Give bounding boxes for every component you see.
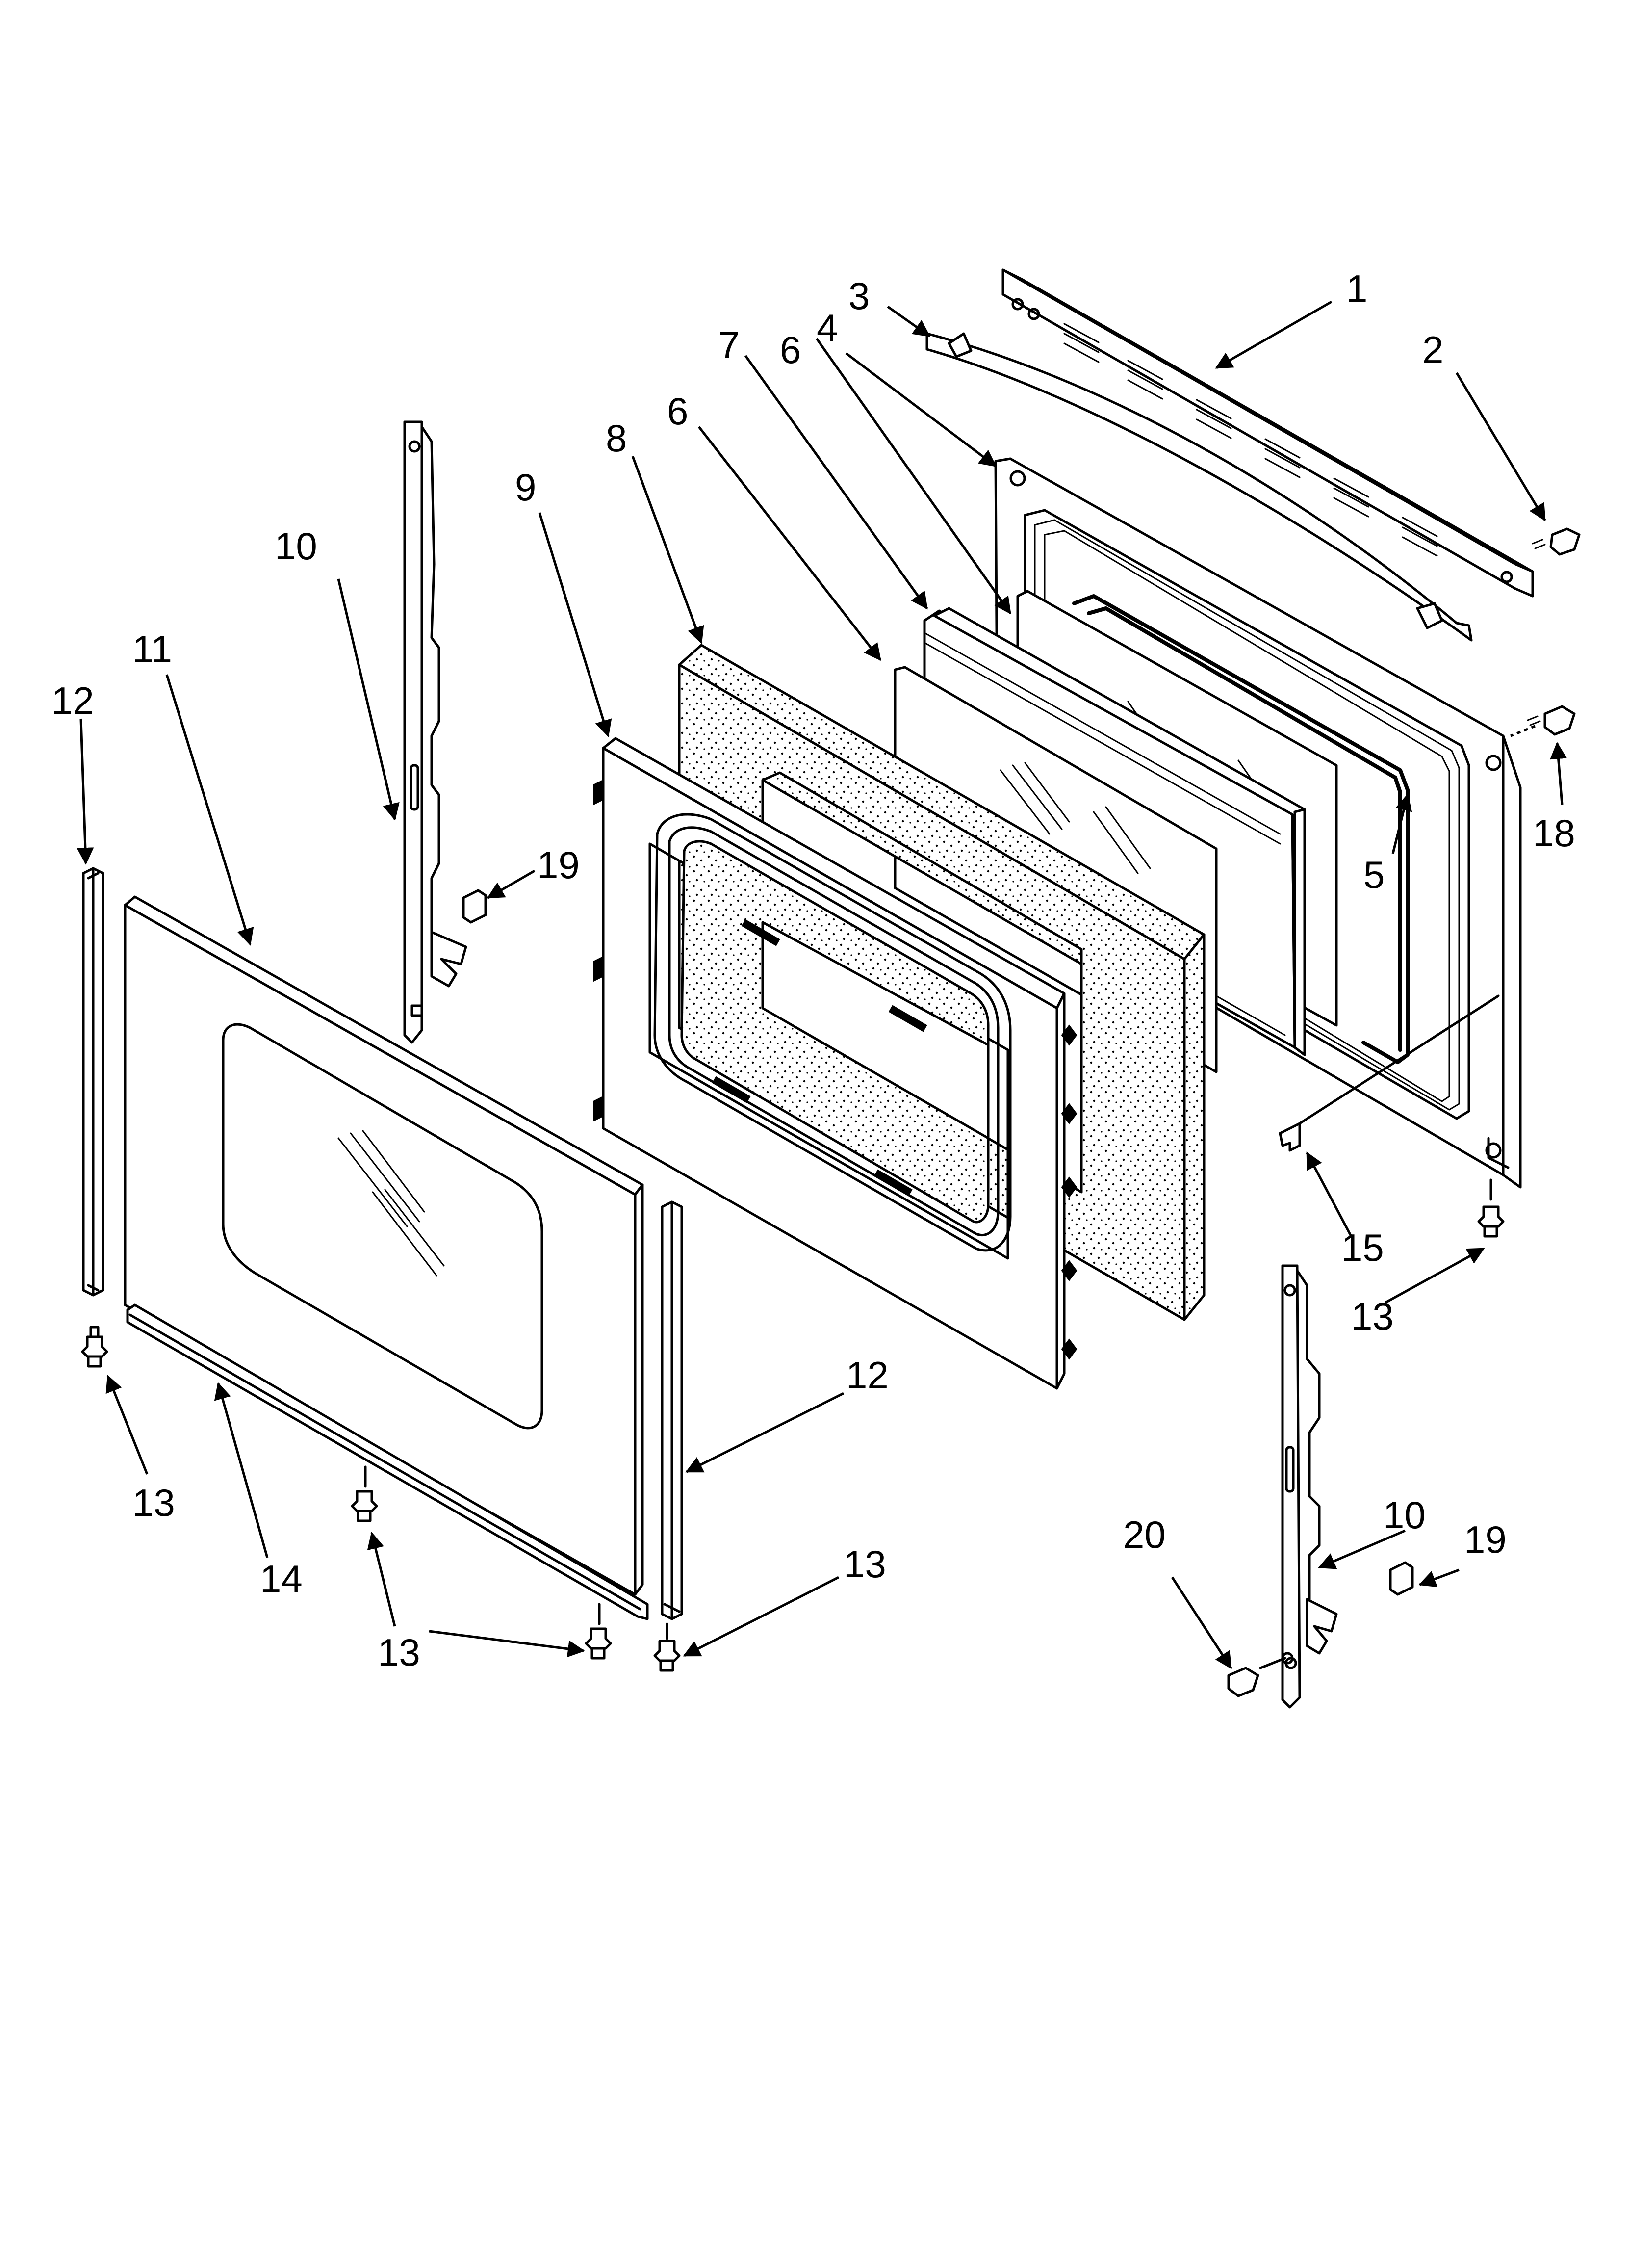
part-9-door-liner bbox=[593, 737, 1078, 1390]
part-19-clip-left bbox=[462, 889, 487, 924]
part-11-outer-door-glass bbox=[124, 895, 644, 1596]
liner-tabs bbox=[593, 779, 1078, 1360]
callout-15: 15 bbox=[1341, 1226, 1384, 1269]
part-20-screw bbox=[1227, 1652, 1294, 1697]
part-13-screw-e bbox=[1477, 1178, 1505, 1238]
callout-2: 2 bbox=[1422, 328, 1443, 371]
callout-8: 8 bbox=[606, 417, 627, 460]
part-3-door-handle bbox=[925, 332, 1473, 642]
part-2-screw bbox=[1532, 527, 1581, 556]
callout-13a: 13 bbox=[132, 1481, 175, 1524]
callout-labels: 1 2 3 4 5 6 6 7 8 9 10 10 11 12 12 13 13… bbox=[51, 267, 1575, 1674]
part-19-clip-right bbox=[1389, 1561, 1414, 1596]
part-10-door-hinge-right bbox=[1281, 1264, 1338, 1709]
callout-10b: 10 bbox=[1383, 1493, 1426, 1537]
callout-1: 1 bbox=[1346, 267, 1367, 310]
callout-12b: 12 bbox=[846, 1354, 889, 1397]
leader-lines bbox=[77, 300, 1567, 1669]
callout-13b: 13 bbox=[378, 1631, 420, 1674]
part-10-door-hinge-left bbox=[403, 420, 467, 1044]
callout-6a: 6 bbox=[780, 328, 801, 371]
callout-10a: 10 bbox=[275, 524, 317, 568]
part-5-gasket bbox=[1072, 594, 1410, 1064]
callout-3: 3 bbox=[848, 274, 870, 317]
part-12-door-trim-left bbox=[82, 867, 104, 1297]
part-1-vent-trim bbox=[1001, 268, 1534, 598]
callout-4: 4 bbox=[817, 306, 838, 349]
callout-12a: 12 bbox=[51, 679, 94, 722]
callout-7: 7 bbox=[718, 323, 740, 366]
callout-6b: 6 bbox=[667, 390, 688, 433]
callout-9: 9 bbox=[515, 466, 536, 509]
callout-13d: 13 bbox=[1351, 1295, 1394, 1338]
part-12-door-trim-right bbox=[661, 1200, 683, 1620]
callout-20: 20 bbox=[1123, 1513, 1166, 1556]
part-13-screw-c bbox=[585, 1603, 612, 1660]
part-18-screw bbox=[1510, 705, 1576, 737]
part-14-bottom-trim bbox=[126, 1303, 649, 1620]
part-13-screw-a bbox=[81, 1326, 108, 1368]
vent-slots bbox=[1063, 323, 1438, 557]
callout-13c: 13 bbox=[844, 1542, 886, 1586]
part-15-clip bbox=[1279, 994, 1500, 1152]
part-13-screw-b bbox=[351, 1465, 378, 1522]
callout-5: 5 bbox=[1363, 853, 1385, 896]
callout-19b: 19 bbox=[1464, 1518, 1507, 1561]
callout-14: 14 bbox=[260, 1557, 303, 1600]
callout-11: 11 bbox=[132, 627, 172, 671]
callout-19a: 19 bbox=[537, 843, 580, 886]
callout-18: 18 bbox=[1533, 811, 1575, 855]
part-13-screw-d bbox=[653, 1622, 681, 1672]
